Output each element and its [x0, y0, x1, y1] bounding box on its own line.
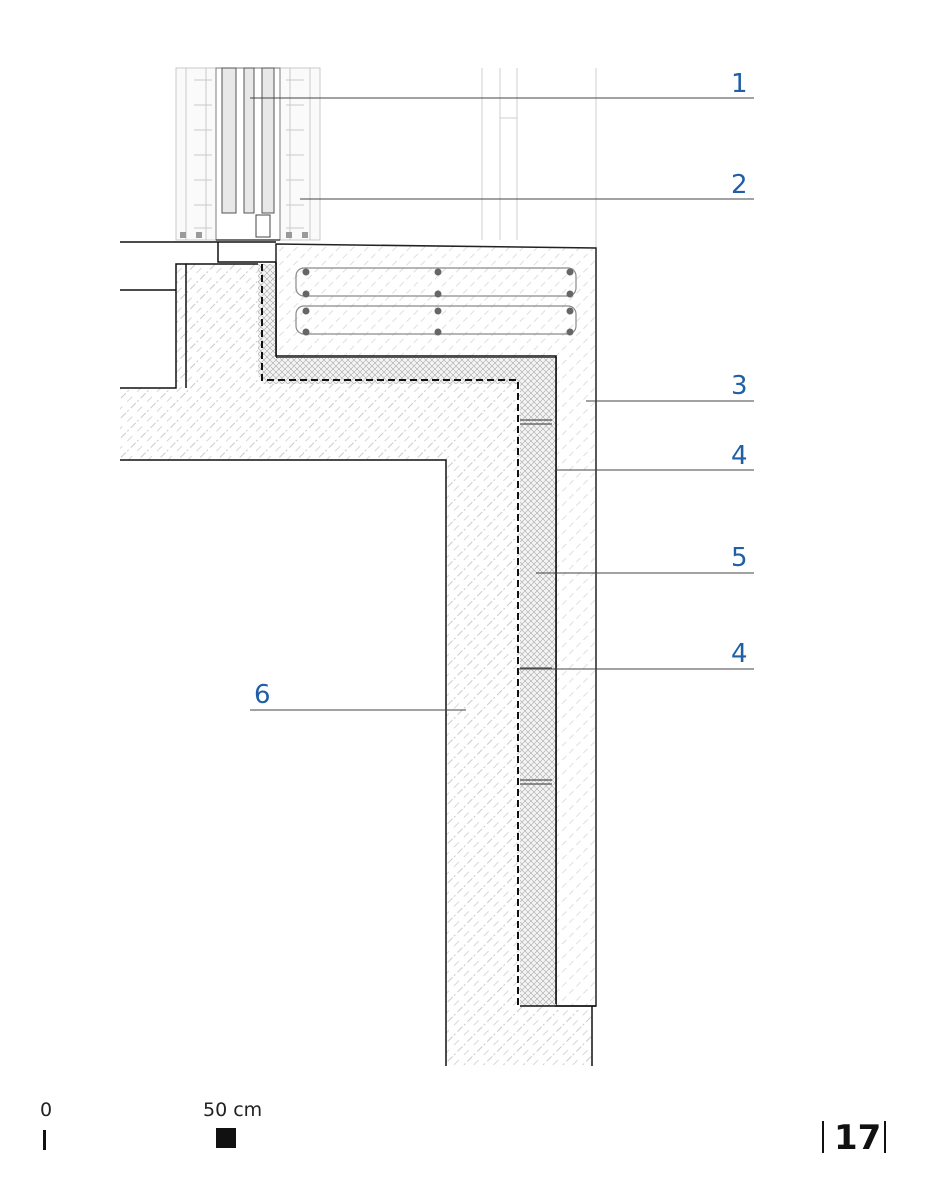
- callout-4-lower: 4: [731, 639, 748, 669]
- page-number-right-bar: [884, 1121, 886, 1153]
- callout-4-upper: 4: [731, 441, 748, 471]
- callout-6: 6: [254, 680, 271, 710]
- page-number: 17: [834, 1118, 881, 1158]
- facade-lines: [481, 68, 597, 248]
- structure-outlines: [120, 241, 596, 1066]
- membrane-line-outer: [275, 262, 557, 1004]
- callout-3: 3: [731, 371, 748, 401]
- board-joints: [520, 419, 552, 785]
- callout-1: 1: [731, 69, 748, 99]
- scale-bar: 0 50 cm: [40, 1099, 262, 1150]
- scale-end-label: 50 cm: [203, 1099, 262, 1121]
- page-number-left-bar: [822, 1121, 824, 1153]
- callout-5: 5: [731, 543, 748, 573]
- leader-lines: [250, 97, 754, 711]
- insulation-band: [258, 264, 556, 1006]
- scale-end-marker: [216, 1128, 236, 1148]
- window-frame: [175, 67, 321, 241]
- scale-zero-label: 0: [40, 1099, 52, 1121]
- callout-2: 2: [731, 170, 748, 200]
- scale-zero-tick: [43, 1130, 46, 1150]
- rebar: [295, 267, 577, 336]
- concrete-structure: [120, 264, 592, 1066]
- membrane-line: [261, 264, 519, 1006]
- page-number-group: 17: [822, 1118, 886, 1158]
